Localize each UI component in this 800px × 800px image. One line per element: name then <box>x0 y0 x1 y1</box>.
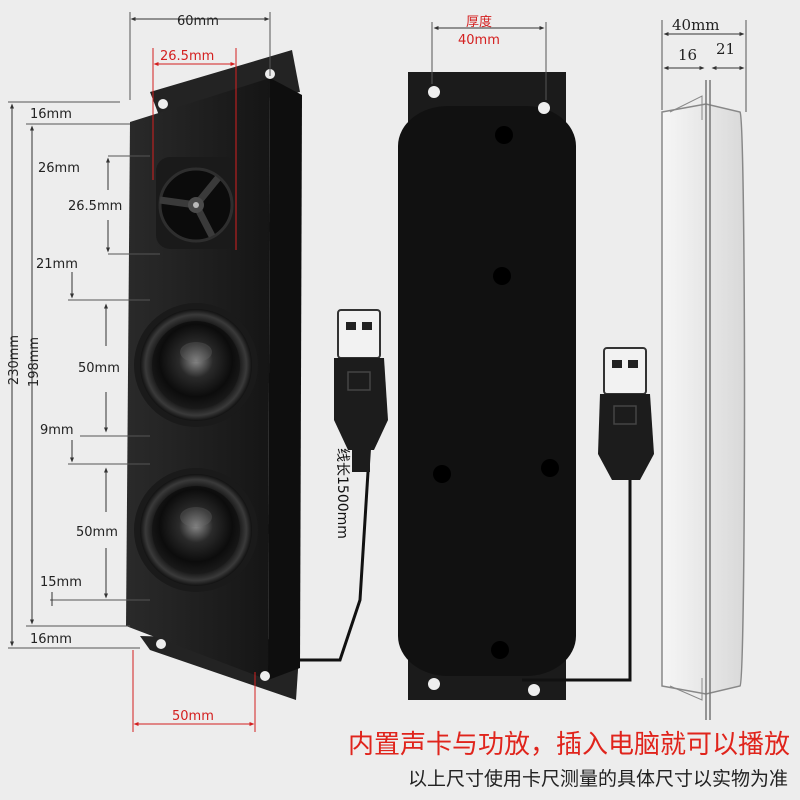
bottom-margin-label: 16mm <box>30 632 72 647</box>
feature-caption: 内置声卡与功放，插入电脑就可以播放 <box>347 730 790 760</box>
screw-hole <box>428 86 440 98</box>
tweeter <box>156 157 238 249</box>
woofer-2 <box>134 468 258 592</box>
back-speaker: 厚度 40mm <box>398 14 654 700</box>
front-usb-plug <box>334 309 388 472</box>
tweeter-width-label: 26.5mm <box>160 49 214 64</box>
inner-height-label: 198mm <box>27 337 42 387</box>
back-usb-plug <box>598 347 654 480</box>
gap-woofers-label: 9mm <box>40 423 74 438</box>
side-depth-total-label: 40mm <box>672 16 720 34</box>
woofer-1 <box>134 303 258 427</box>
gap-tweeter-woofer-label: 21mm <box>36 257 78 272</box>
thickness-label: 厚度 <box>466 14 492 30</box>
screw-hole <box>260 671 270 681</box>
back-usb-cable <box>522 470 632 682</box>
thickness-value: 40mm <box>458 33 500 48</box>
side-view: 40mm 16 21 <box>661 16 747 720</box>
width-60-label: 60mm <box>177 14 219 29</box>
total-height-label: 230mm <box>7 335 22 385</box>
side-profile <box>661 103 746 695</box>
woofer2-height-label: 50mm <box>76 525 118 540</box>
gap-bottom-label: 15mm <box>40 575 82 590</box>
screw-hole <box>428 678 440 690</box>
front-usb-cable <box>300 439 372 662</box>
front-side-face <box>268 78 302 680</box>
front-speaker <box>126 50 388 700</box>
mount-hole <box>541 459 559 477</box>
side-depth-a-label: 16 <box>678 46 697 64</box>
gap-to-tweeter-label: 26mm <box>38 161 80 176</box>
side-depth-b-label: 21 <box>716 40 735 58</box>
screw-hole <box>538 102 550 114</box>
screw-hole <box>156 639 166 649</box>
mount-hole <box>433 465 451 483</box>
top-margin-label: 16mm <box>30 107 72 122</box>
measurement-note: 以上尺寸使用卡尺测量的具体尺寸以实物为准 <box>407 768 788 790</box>
cable-length-label: 线长1500mm <box>334 448 350 539</box>
front-dimensions: 60mm 26.5mm 50mm 230mm 198mm 16mm 26mm 2… <box>7 12 271 732</box>
mount-hole <box>495 126 513 144</box>
screw-hole <box>528 684 540 696</box>
woofer1-height-label: 50mm <box>78 361 120 376</box>
mount-hole <box>493 267 511 285</box>
bottom-width-label: 50mm <box>172 709 214 724</box>
back-body <box>398 106 576 676</box>
screw-hole <box>158 99 168 109</box>
mount-hole <box>491 641 509 659</box>
tweeter-height-label: 26.5mm <box>68 199 122 214</box>
front-top-flange <box>150 50 300 118</box>
